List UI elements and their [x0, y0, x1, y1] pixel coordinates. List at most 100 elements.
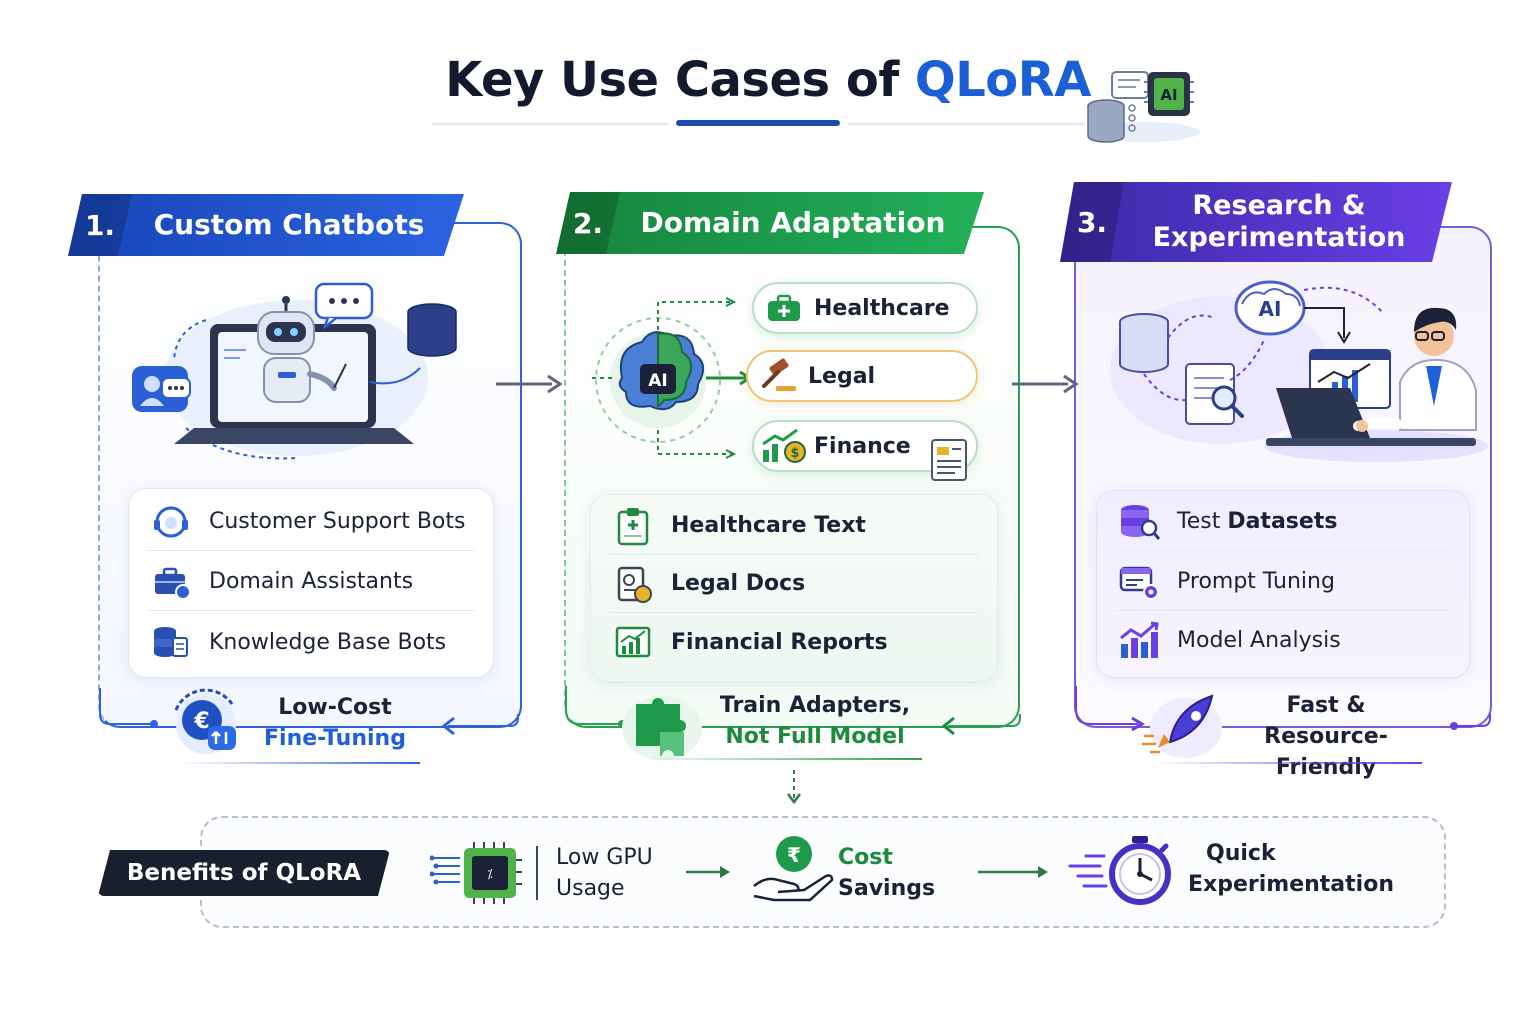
hand-coin-icon: ₹ — [753, 836, 834, 902]
bar-growth-icon — [1115, 620, 1163, 660]
title-accent-bar — [676, 120, 840, 126]
list-item: Model Analysis — [1115, 611, 1451, 669]
column-title-3-line2: Experimentation — [1152, 222, 1406, 253]
chip-legal-label: Legal — [808, 363, 876, 389]
benefit-1-line2: Usage — [556, 876, 625, 901]
footer-fast-resource-friendly: Fast & Resource-Friendly — [1216, 690, 1436, 783]
item-test-datasets: Test Datasets — [1177, 509, 1337, 534]
robot-laptop-chat-icon — [132, 282, 457, 460]
column-title-2: Domain Adaptation — [640, 206, 946, 239]
list-domain-adaptation: Healthcare Text Legal Docs Financial Rep… — [590, 494, 998, 682]
footer-1-line2: Fine-Tuning — [264, 726, 406, 751]
list-custom-chatbots: Customer Support Bots Domain Assistants … — [128, 488, 494, 678]
footer-1-underline — [180, 762, 420, 764]
benefit-cost-savings: Cost Savings — [838, 842, 958, 904]
title-main: Key Use Cases of — [445, 52, 915, 108]
arrow-down-icon — [787, 770, 801, 805]
benefit-quick-experimentation: Quick Experimentation — [1188, 838, 1408, 900]
item-domain-assistants: Domain Assistants — [209, 569, 414, 594]
list-item: Test Datasets — [1115, 493, 1451, 551]
database-search-icon — [1115, 502, 1163, 542]
item-test-datasets-bold: Datasets — [1227, 509, 1338, 534]
benefit-low-gpu-usage: Low GPU Usage — [556, 842, 696, 904]
brain-ai-label: AI — [648, 371, 667, 391]
arrow-left-icon — [941, 714, 1021, 736]
step-number-2: 2. — [556, 192, 620, 254]
ai-brain-icon: AI — [590, 297, 752, 459]
footer-3-line1: Fast & — [1286, 693, 1366, 718]
chip-healthcare-label: Healthcare — [814, 295, 950, 321]
headset-chat-icon — [147, 502, 195, 542]
benefits-label: Benefits of QLoRA — [98, 850, 390, 896]
benefits-frame — [200, 816, 1446, 928]
step-number-1: 1. — [68, 194, 132, 256]
prompt-gear-icon — [1115, 562, 1163, 602]
list-item: Financial Reports — [609, 613, 979, 671]
page-title: Key Use Cases of QLoRA — [0, 52, 1536, 108]
chip-finance: $ Finance — [752, 420, 978, 472]
medical-kit-icon — [754, 293, 814, 323]
arrow-right-icon — [978, 866, 1048, 878]
svg-text:₹: ₹ — [787, 843, 801, 867]
briefcase-info-icon — [147, 562, 195, 602]
report-document-icon — [931, 439, 967, 481]
list-item: Domain Assistants — [147, 553, 475, 611]
title-ai-badge: AI — [1160, 86, 1177, 104]
header-research: 3. Research & Experimentation — [1060, 182, 1452, 262]
list-item: Legal Docs — [609, 555, 979, 613]
stopwatch-icon — [1068, 836, 1171, 905]
item-healthcare-text: Healthcare Text — [671, 513, 866, 538]
finance-chart-coin-icon: $ — [754, 426, 814, 466]
item-prompt-tuning: Prompt Tuning — [1177, 569, 1335, 594]
puzzle-icon — [565, 686, 702, 760]
arrow-right-icon — [496, 374, 563, 394]
footer-2-line1: Train Adapters, — [719, 693, 911, 718]
list-item: Knowledge Base Bots — [147, 613, 475, 671]
benefit-3-line1: Quick — [1206, 841, 1276, 866]
item-test-datasets-plain: Test — [1177, 509, 1228, 534]
ai-chip-database-icon: AI — [1087, 71, 1200, 143]
chip-finance-label: Finance — [814, 433, 911, 459]
arrow-left-icon — [441, 714, 519, 736]
footer-train-adapters: Train Adapters, Not Full Model — [700, 690, 930, 752]
title-accent: QLoRA — [914, 52, 1091, 108]
arrow-right-icon — [686, 866, 730, 878]
legal-document-icon — [609, 564, 657, 604]
svg-text:€: € — [193, 709, 209, 734]
svg-text:⁒: ⁒ — [487, 867, 492, 881]
item-customer-support-bots: Customer Support Bots — [209, 509, 466, 534]
item-financial-reports: Financial Reports — [671, 629, 888, 655]
list-research: Test Datasets Prompt Tuning Model Analys… — [1096, 490, 1470, 678]
medical-clipboard-icon — [609, 506, 657, 546]
footer-2-underline — [640, 758, 922, 760]
list-item: Customer Support Bots — [147, 493, 475, 551]
connector-dot-icon — [1450, 714, 1491, 730]
researcher-laptop-icon: AI — [1110, 280, 1488, 462]
header-domain-adaptation: 2. Domain Adaptation — [556, 192, 984, 254]
financial-chart-icon — [609, 622, 657, 662]
benefit-2-line2: Savings — [838, 876, 936, 901]
database-document-icon — [147, 622, 195, 662]
gavel-icon — [748, 358, 808, 394]
list-item: Healthcare Text — [609, 497, 979, 555]
column-title-3: Research & Experimentation — [1124, 190, 1452, 254]
rocket-icon — [1075, 686, 1222, 758]
euro-cycle-icon: € — [99, 688, 236, 754]
item-model-analysis: Model Analysis — [1177, 627, 1341, 653]
step-number-3: 3. — [1060, 182, 1124, 262]
title-rule-right — [848, 123, 1084, 125]
benefit-2-line1: Cost — [838, 845, 893, 870]
arrow-right-icon — [1012, 374, 1079, 394]
header-custom-chatbots: 1. Custom Chatbots — [68, 194, 464, 256]
footer-3-line2: Resource-Friendly — [1264, 724, 1388, 780]
title-rule-left — [432, 123, 668, 125]
list-item: Prompt Tuning — [1115, 553, 1451, 611]
benefit-divider — [536, 846, 538, 900]
item-legal-docs: Legal Docs — [671, 571, 806, 596]
chip-legal: Legal — [746, 350, 978, 402]
column-title-1: Custom Chatbots — [153, 208, 425, 241]
benefit-3-line2: Experimentation — [1188, 872, 1394, 897]
column-title-3-line1: Research & — [1192, 190, 1366, 221]
footer-low-cost-fine-tuning: Low-Cost Fine-Tuning — [250, 692, 420, 754]
item-knowledge-base-bots: Knowledge Base Bots — [209, 629, 447, 655]
